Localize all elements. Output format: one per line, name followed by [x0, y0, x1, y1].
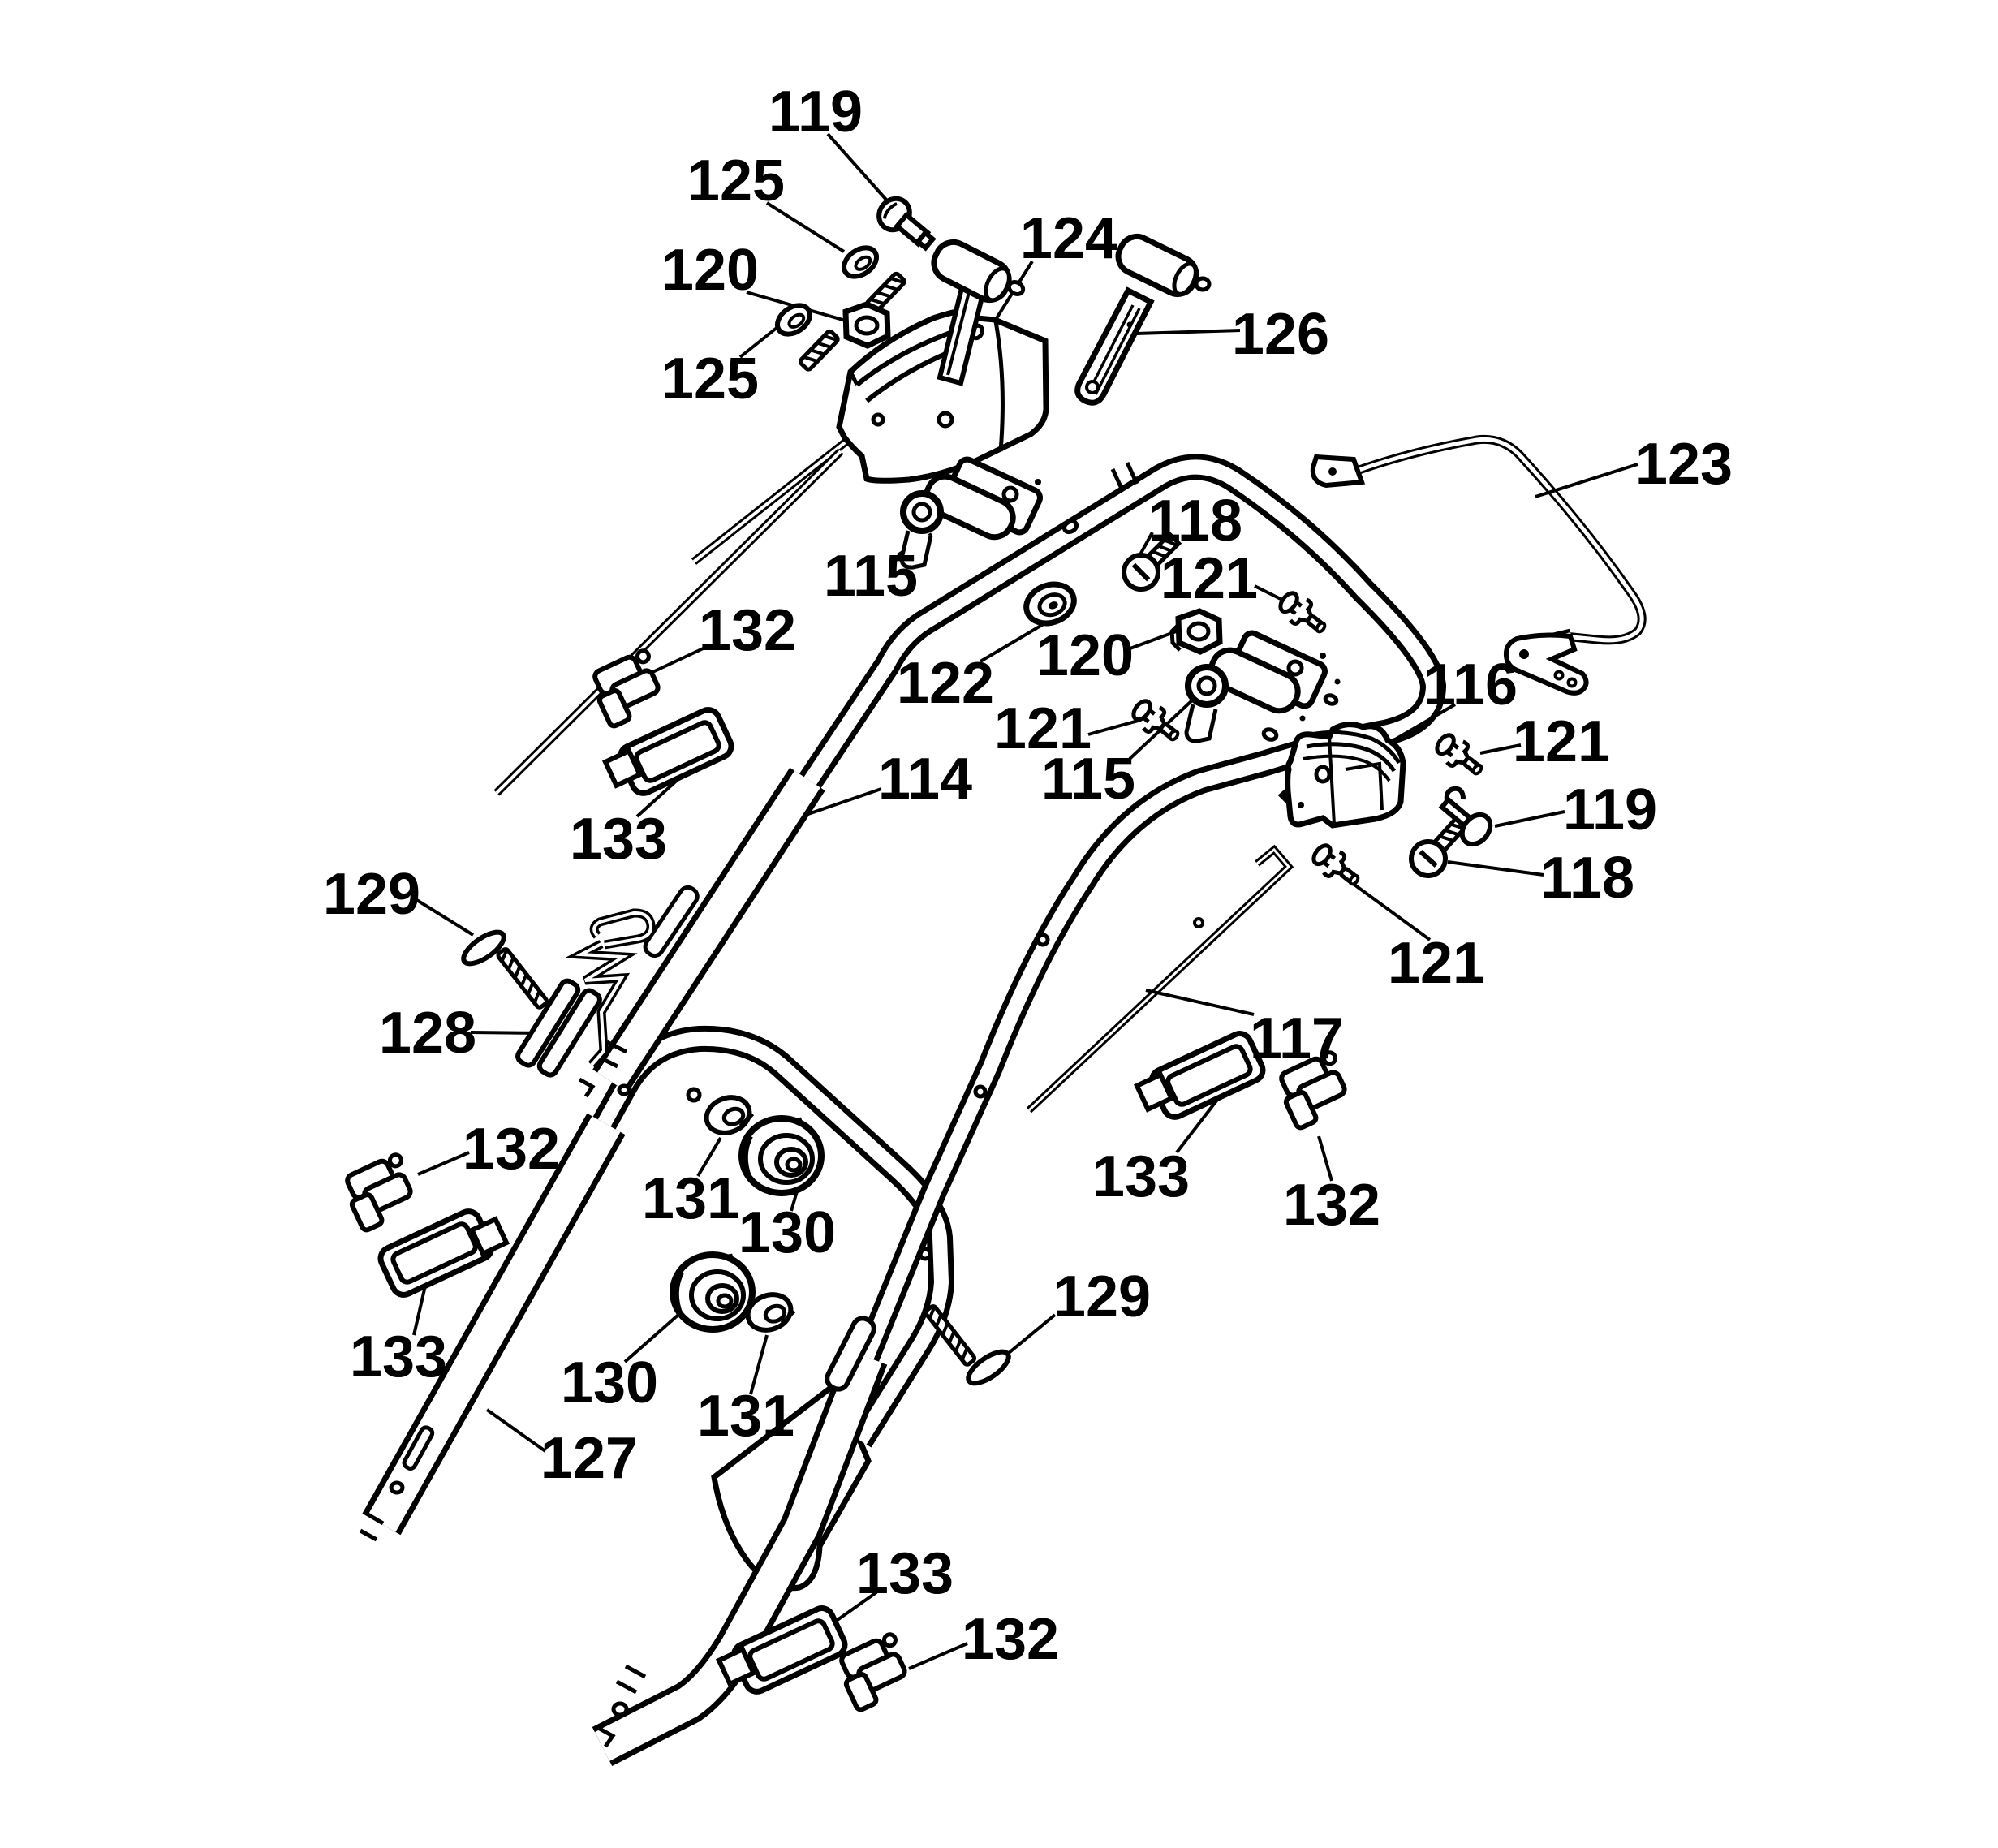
svg-text:133: 133 [1092, 1144, 1190, 1209]
svg-text:121: 121 [1160, 546, 1258, 611]
svg-text:125: 125 [687, 149, 785, 213]
svg-text:118: 118 [1540, 846, 1634, 911]
svg-text:133: 133 [350, 1325, 447, 1389]
svg-text:124: 124 [1020, 206, 1117, 271]
svg-text:131: 131 [642, 1166, 739, 1231]
svg-text:121: 121 [1513, 709, 1610, 774]
svg-text:126: 126 [1232, 302, 1329, 367]
svg-text:130: 130 [561, 1350, 658, 1415]
svg-text:120: 120 [661, 238, 759, 303]
svg-text:125: 125 [661, 347, 759, 411]
svg-text:121: 121 [994, 696, 1092, 761]
svg-text:133: 133 [570, 807, 667, 872]
svg-text:132: 132 [1283, 1173, 1380, 1238]
svg-text:128: 128 [379, 1001, 476, 1066]
svg-text:129: 129 [323, 862, 420, 927]
svg-text:116: 116 [1423, 653, 1518, 717]
svg-text:127: 127 [540, 1426, 638, 1491]
svg-text:121: 121 [1388, 931, 1485, 996]
svg-text:132: 132 [962, 1607, 1059, 1672]
svg-text:114: 114 [878, 747, 972, 812]
svg-text:133: 133 [856, 1541, 954, 1606]
svg-text:115: 115 [1041, 747, 1135, 812]
svg-text:123: 123 [1635, 432, 1733, 497]
svg-text:120: 120 [1036, 623, 1134, 688]
svg-text:129: 129 [1053, 1264, 1151, 1329]
svg-text:118: 118 [1148, 489, 1242, 554]
svg-text:119: 119 [769, 80, 863, 144]
svg-text:130: 130 [738, 1200, 836, 1265]
svg-text:131: 131 [697, 1384, 794, 1449]
svg-text:132: 132 [699, 598, 796, 663]
svg-text:122: 122 [897, 651, 994, 716]
svg-text:115: 115 [824, 544, 918, 609]
svg-text:117: 117 [1250, 1006, 1344, 1071]
svg-text:119: 119 [1563, 778, 1657, 842]
svg-text:132: 132 [463, 1117, 560, 1182]
